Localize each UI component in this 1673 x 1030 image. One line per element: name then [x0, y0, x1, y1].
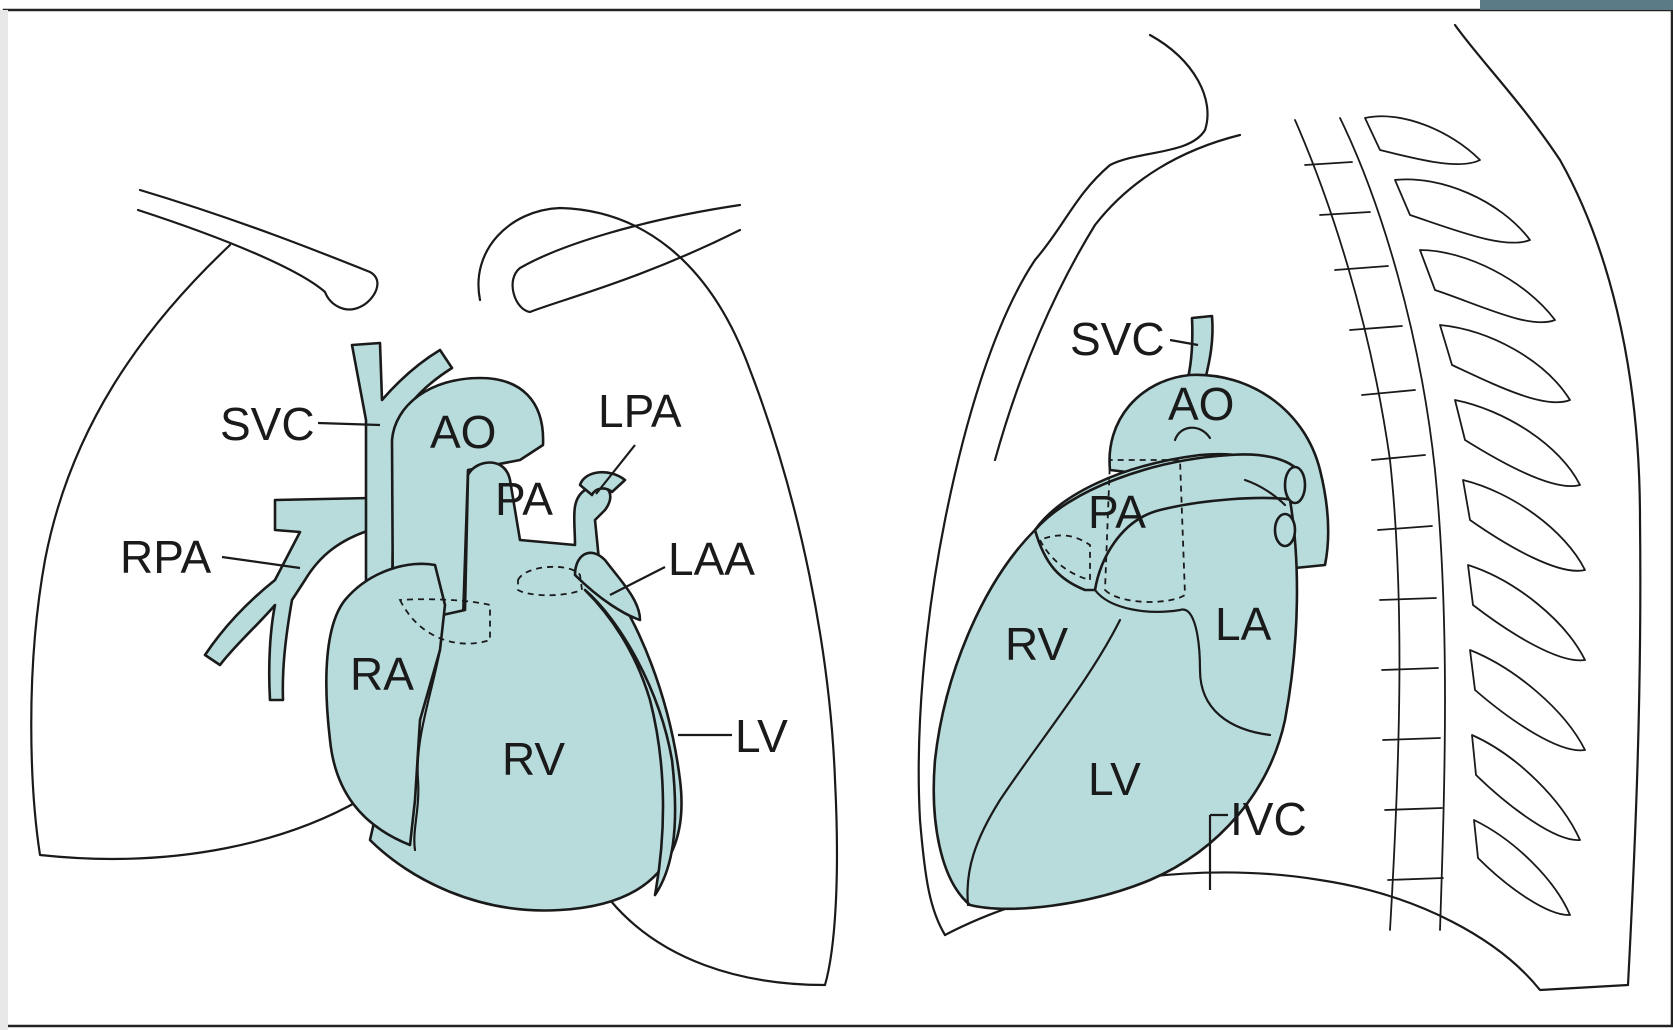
left-edge-band: [0, 10, 8, 1030]
label-ao-frontal: AO: [430, 406, 496, 458]
figure-frame: [4, 10, 1672, 1026]
label-ra-frontal: RA: [350, 648, 414, 700]
label-lv-frontal: LV: [735, 710, 788, 762]
label-ivc-lateral: IVC: [1230, 793, 1307, 845]
pa-branch-2: [1275, 514, 1295, 546]
pa-branch-1: [1285, 467, 1305, 503]
label-svc-frontal: SVC: [220, 398, 315, 450]
label-lv-lateral: LV: [1088, 753, 1141, 805]
label-lpa-frontal: LPA: [598, 385, 682, 437]
label-rv-lateral: RV: [1005, 618, 1068, 670]
label-laa-frontal: LAA: [668, 533, 755, 585]
label-pa-lateral: PA: [1088, 486, 1146, 538]
label-rpa-frontal: RPA: [120, 531, 211, 583]
label-ao-lateral: AO: [1168, 378, 1234, 430]
label-rv-frontal: RV: [502, 733, 565, 785]
label-svc-lateral: SVC: [1070, 313, 1165, 365]
label-pa-frontal: PA: [495, 473, 553, 525]
corner-band: [1480, 0, 1673, 10]
label-la-lateral: LA: [1215, 598, 1272, 650]
